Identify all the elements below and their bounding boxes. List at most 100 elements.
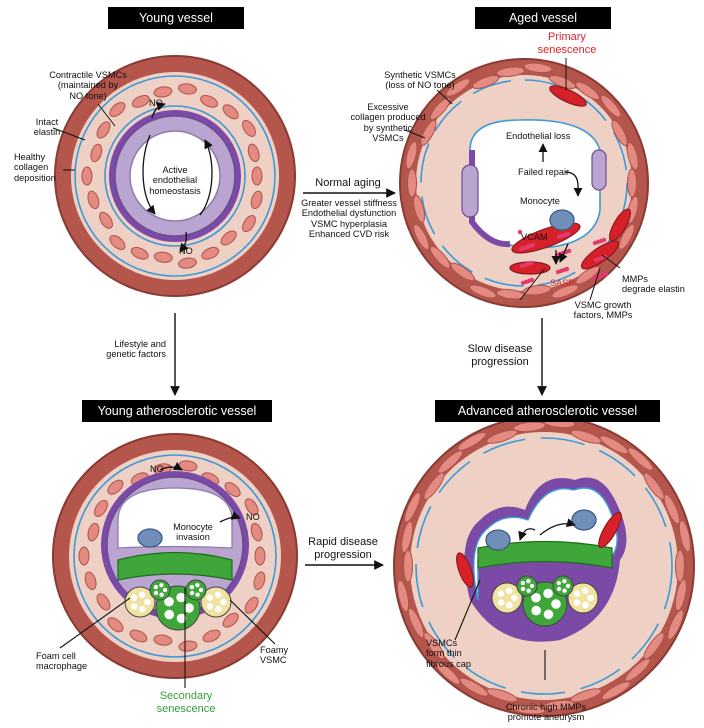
vsmc-cell	[96, 593, 111, 611]
lipid-droplet	[562, 579, 567, 584]
lipid-droplet	[543, 609, 554, 620]
young-vessel-title: Young vessel	[108, 7, 244, 29]
vsmc-cell	[78, 546, 90, 566]
vsmc-cell	[667, 609, 684, 640]
lipid-droplet	[198, 587, 204, 593]
vsmc-cell	[220, 230, 237, 246]
vsmc-ring	[78, 460, 266, 652]
vsmc-cell	[178, 640, 198, 652]
vsmc-cell	[599, 435, 629, 455]
vsmc-ring	[397, 417, 691, 715]
rapid-progression-label: Rapid disease progression	[308, 536, 378, 561]
vsmc-cell	[247, 143, 260, 163]
vsmc-cell	[496, 66, 525, 78]
lipid-droplet	[184, 603, 194, 613]
aneurysm-label: Chronic high MMPs promote aneurysm	[505, 702, 587, 723]
vsmc-cell	[242, 119, 256, 137]
monocyte-label: Monocyte	[520, 196, 560, 206]
aged-vessel	[399, 58, 649, 308]
vsmc-cell	[445, 78, 471, 97]
vsmc-cell	[486, 688, 518, 703]
vsmc-cell	[90, 143, 103, 163]
vsmc-cell	[600, 94, 622, 118]
vsmc-cell	[178, 257, 197, 269]
vsmc-cell	[405, 141, 418, 170]
vsmc-cell	[469, 284, 497, 299]
lipid-droplet	[526, 588, 531, 593]
sasp-dot	[564, 266, 570, 272]
vsmc-cell	[250, 522, 263, 542]
vsmc-cell	[457, 431, 487, 451]
sasp-dot	[517, 229, 523, 235]
no-label-top: NO	[149, 98, 163, 108]
advanced-atherosclerotic-title: Advanced atherosclerotic vessel	[435, 400, 660, 422]
sasp-dot	[528, 260, 534, 266]
sasp-label: SASP	[550, 278, 575, 288]
no-label-yath-top: NO	[150, 464, 164, 474]
lipid-droplet	[159, 583, 164, 588]
vsmc-cell	[129, 629, 148, 643]
vsmc-cell	[87, 190, 100, 210]
normal-aging-label: Normal aging	[315, 177, 381, 189]
vsmc-cell	[413, 194, 426, 223]
lipid-droplet	[551, 599, 561, 609]
vsmc-cell	[222, 104, 239, 120]
vsmc-cell	[486, 429, 518, 444]
lipid-droplet	[195, 592, 200, 597]
vsmc-cell	[434, 661, 461, 685]
young-atherosclerotic-vessel	[52, 433, 298, 688]
vsmc-cell	[429, 245, 451, 269]
advanced-atherosclerotic-vessel	[393, 415, 695, 717]
lipid-droplet	[531, 592, 541, 603]
lipid-droplet	[164, 596, 174, 607]
vsmc-cell	[626, 142, 639, 171]
vsmc-cell	[675, 549, 685, 583]
lipid-droplet	[189, 584, 195, 590]
lipid-droplet	[565, 583, 571, 589]
sasp-dot	[565, 231, 571, 237]
vsmc-cell	[153, 86, 173, 98]
synthetic-vsmc-ring	[405, 62, 639, 300]
necrotic-core	[491, 575, 599, 627]
foam-cell	[567, 582, 599, 614]
vsmc-cell	[178, 83, 197, 95]
vsmc-cell	[423, 632, 445, 660]
young-atherosclerotic-title: Young atherosclerotic vessel	[82, 400, 272, 422]
lipid-droplet	[195, 583, 200, 588]
foamy-vsmc-label: Foamy VSMC	[260, 645, 289, 666]
thin-cap-label: VSMCs form thin fibrous cap	[426, 638, 471, 669]
foam-cell	[185, 579, 207, 601]
vsmc-cell	[523, 62, 553, 74]
lipid-droplet	[556, 586, 562, 592]
vsmc-cell	[403, 549, 413, 583]
secondary-senescence-label: Secondary senescence	[156, 690, 216, 715]
lipid-droplet	[520, 586, 526, 592]
monocyte-invasion-label: Monocyte invasion	[173, 522, 213, 543]
vsmc-cell	[242, 215, 256, 233]
lifestyle-label: Lifestyle and genetic factors	[106, 339, 166, 360]
vsmc-cell	[420, 119, 437, 146]
lipid-droplet	[543, 588, 553, 599]
synthetic-vsmc-label: Synthetic VSMCs (loss of NO tone)	[384, 70, 456, 91]
foam-cell	[552, 575, 574, 597]
lipid-droplet	[529, 583, 535, 589]
lipid-droplet	[531, 605, 541, 616]
vsmc-cell	[131, 95, 150, 108]
vsmc-cell	[678, 519, 691, 553]
lipid-droplet	[526, 579, 531, 584]
vsmc-cell	[81, 166, 93, 186]
vsmc-cell	[542, 699, 576, 711]
lipid-droplet	[162, 587, 168, 593]
vsmc-cell	[153, 251, 173, 263]
lipid-droplet	[176, 613, 187, 624]
vsmc-cell	[222, 612, 239, 628]
vsmc-cell	[472, 74, 500, 90]
vsmc-cell	[601, 681, 631, 701]
contractile-vsmc-label: Contractile VSMCs (maintained by NO tone…	[49, 70, 127, 101]
aged-vessel-title: Aged vessel	[475, 7, 611, 29]
vsmc-cell	[224, 481, 241, 498]
healthy-collagen-label: Healthy collagen deposition	[14, 152, 56, 183]
vsmc-cell	[459, 677, 489, 697]
vcam-label: VCAM	[521, 232, 548, 242]
